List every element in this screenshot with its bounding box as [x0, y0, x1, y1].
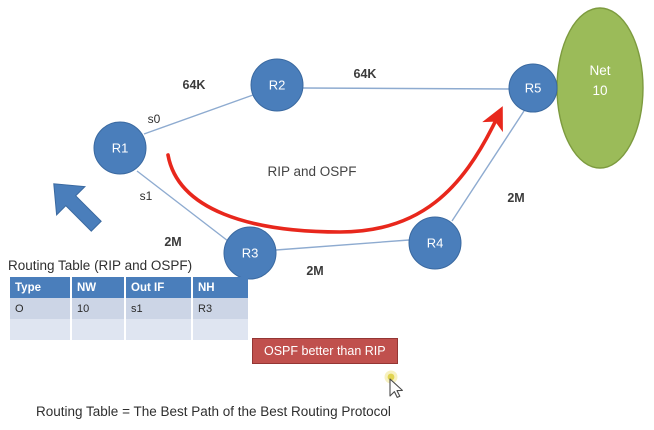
blue-arrow-shape: [53, 183, 102, 232]
r2-label: R2: [269, 77, 286, 92]
net10-label-line2: 10: [592, 83, 607, 98]
r5-label: R5: [525, 80, 542, 95]
link-lines: [136, 87, 525, 251]
r3-circle[interactable]: [223, 226, 277, 280]
cell-nw: 10: [72, 298, 124, 319]
r2-circle[interactable]: [250, 58, 304, 112]
table-row[interactable]: [10, 319, 248, 340]
link-r2-r5: [302, 87, 510, 90]
table-header-nw: NW: [72, 277, 124, 298]
routing-table: Type NW Out IF NH O 10 s1 R3: [8, 277, 250, 340]
routing-table-block: Routing Table (RIP and OSPF) Type NW Out…: [8, 258, 250, 340]
table-header-out-if: Out IF: [126, 277, 191, 298]
r4-label: R4: [427, 235, 444, 250]
table-header-type: Type: [10, 277, 70, 298]
bottom-caption: Routing Table = The Best Path of the Bes…: [36, 404, 391, 419]
link-r1-r2: [143, 94, 254, 135]
table-header-nh: NH: [193, 277, 248, 298]
router-node-r1[interactable]: R1: [93, 121, 147, 175]
r1-label: R1: [112, 140, 129, 155]
best-path-curve: [166, 106, 503, 234]
mouse-pointer-icon: [384, 370, 403, 398]
edge-label-2m-r4-r5: 2M: [507, 191, 524, 205]
router-node-r4[interactable]: R4: [408, 216, 462, 270]
edge-label-2m-r3-r4: 2M: [306, 264, 323, 278]
cell-type: [10, 319, 70, 340]
link-r4-r5: [451, 110, 525, 222]
cursor-glow-inner: [387, 373, 395, 381]
edge-label-64k-r1-r2: 64K: [183, 78, 206, 92]
table-header-row: Type NW Out IF NH: [10, 277, 248, 298]
router-node-r3[interactable]: R3: [223, 226, 277, 280]
cursor-arrow-shape: [389, 378, 403, 398]
interface-label-s0: s0: [148, 112, 161, 126]
cell-out-if: [126, 319, 191, 340]
cell-nh: [193, 319, 248, 340]
link-r3-r4: [275, 239, 410, 251]
r3-label: R3: [242, 245, 259, 260]
router-node-r2[interactable]: R2: [250, 58, 304, 112]
interface-label-s1: s1: [140, 189, 153, 203]
ospf-better-than-rip-callout[interactable]: OSPF better than RIP: [252, 338, 398, 364]
link-r1-r3: [136, 170, 229, 242]
r5-circle[interactable]: [508, 63, 558, 113]
cell-nh: R3: [193, 298, 248, 319]
r1-circle[interactable]: [93, 121, 147, 175]
cell-nw: [72, 319, 124, 340]
protocol-note-label: RIP and OSPF: [267, 164, 356, 179]
edge-label-2m-r1-r3: 2M: [164, 235, 181, 249]
cell-out-if: s1: [126, 298, 191, 319]
router-node-r5[interactable]: R5: [508, 63, 558, 113]
table-row[interactable]: O 10 s1 R3: [10, 298, 248, 319]
net10-label-line1: Net: [589, 63, 610, 78]
r4-circle[interactable]: [408, 216, 462, 270]
pointer-blue-block-arrow: [53, 183, 102, 232]
routing-table-caption: Routing Table (RIP and OSPF): [8, 258, 193, 273]
edge-label-64k-r2-r5: 64K: [354, 67, 377, 81]
best-path-red-arrow: [166, 106, 503, 234]
network-cloud-net10: Net 10: [556, 7, 644, 169]
cell-type: O: [10, 298, 70, 319]
